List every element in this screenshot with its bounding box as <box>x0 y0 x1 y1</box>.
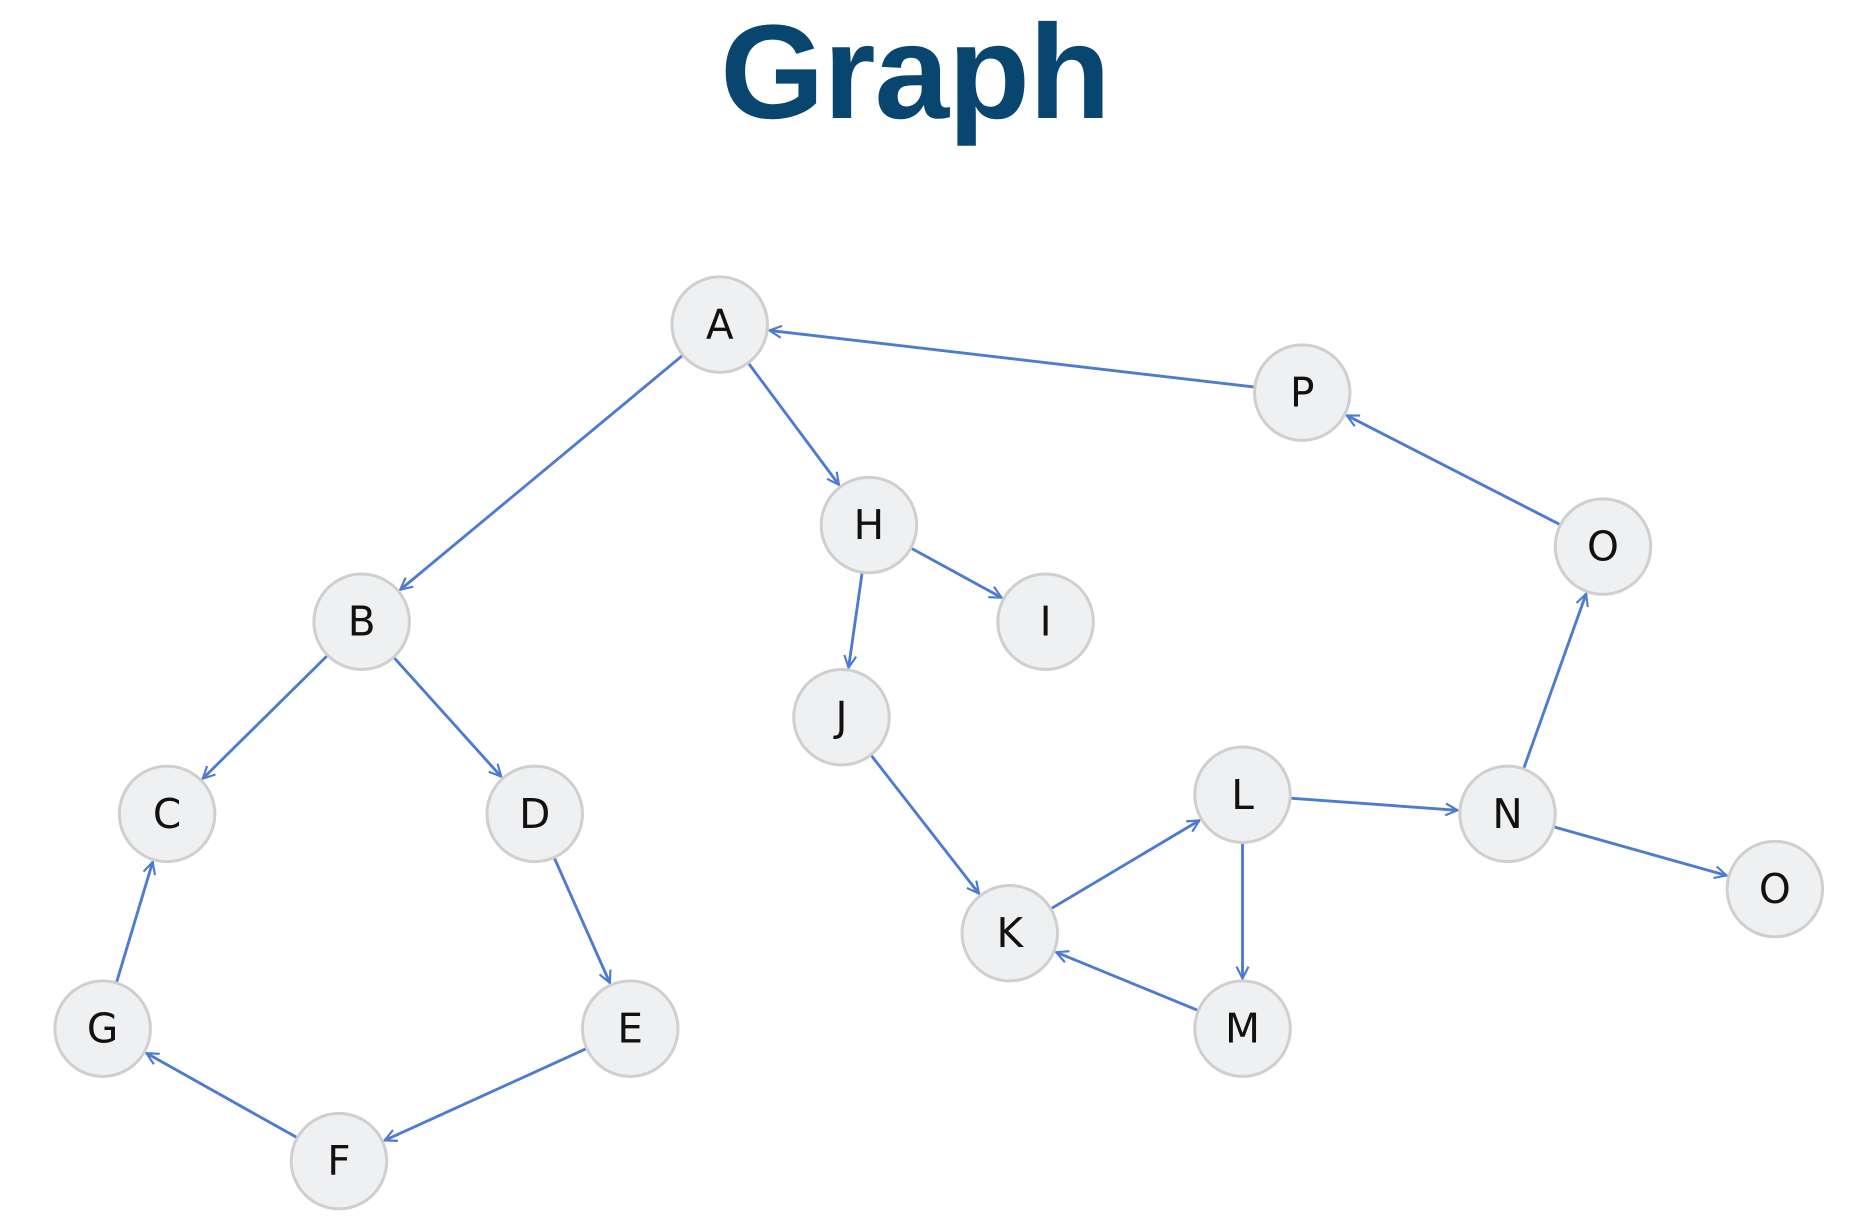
edge-k-to-l <box>1050 819 1200 911</box>
node-circle <box>792 667 891 767</box>
edge-f-to-g <box>146 1051 299 1140</box>
node-label: D <box>519 790 550 838</box>
node-circle <box>1458 764 1557 864</box>
node-label: A <box>706 301 734 349</box>
node-n: N <box>1458 764 1557 864</box>
edge-b-to-c <box>203 654 329 778</box>
node-circle <box>1193 745 1292 845</box>
node-d: D <box>485 764 584 864</box>
node-circle <box>1252 343 1352 442</box>
node-k: K <box>960 883 1060 983</box>
node-j: J <box>792 667 891 767</box>
node-circle <box>1193 979 1292 1078</box>
edge-o1-to-p <box>1347 414 1562 527</box>
node-i: I <box>996 572 1095 671</box>
node-l: L <box>1193 745 1292 845</box>
node-circle <box>960 883 1060 983</box>
node-o2: O <box>1725 839 1825 939</box>
edge-a-to-b <box>400 353 684 590</box>
edge-e-to-f <box>385 1047 588 1140</box>
node-label: N <box>1492 790 1522 838</box>
node-h: H <box>819 475 919 575</box>
node-label: G <box>87 1005 118 1053</box>
edge-a-to-h <box>747 362 839 485</box>
node-label: O <box>1759 865 1791 913</box>
edge-j-to-k <box>869 753 979 894</box>
node-circle <box>819 475 919 575</box>
node-circle <box>289 1111 389 1211</box>
edge-m-to-k <box>1056 952 1199 1012</box>
node-o1: O <box>1553 497 1653 596</box>
node-label: C <box>153 790 181 838</box>
edge-p-to-a <box>770 330 1255 389</box>
node-circle <box>53 979 152 1078</box>
node-circle <box>312 572 411 671</box>
edge-d-to-e <box>552 856 610 982</box>
node-label: B <box>348 598 376 646</box>
node-label: F <box>327 1137 350 1185</box>
node-label: O <box>1587 523 1619 571</box>
node-label: H <box>854 501 885 549</box>
edge-h-to-j <box>849 572 864 667</box>
edge-g-to-c <box>114 862 152 984</box>
node-circle <box>1725 839 1825 939</box>
node-label: J <box>832 693 847 741</box>
edge-h-to-i <box>910 546 1002 599</box>
node-b: B <box>312 572 411 671</box>
edge-n-to-o1 <box>1522 594 1587 770</box>
node-e: E <box>580 979 680 1078</box>
node-circle <box>996 572 1095 671</box>
node-g: G <box>53 979 152 1078</box>
node-circle <box>117 764 217 864</box>
node-circle <box>1553 497 1653 596</box>
node-circle <box>670 275 769 374</box>
node-label: L <box>1231 771 1254 819</box>
node-label: P <box>1290 369 1314 417</box>
node-f: F <box>289 1111 389 1211</box>
page-title: Graph <box>720 0 1111 147</box>
edge-b-to-d <box>392 656 502 776</box>
edge-l-to-n <box>1290 796 1457 810</box>
node-c: C <box>117 764 217 864</box>
node-circle <box>580 979 680 1078</box>
node-circle <box>485 764 584 864</box>
node-p: P <box>1252 343 1352 442</box>
node-a: A <box>670 275 769 374</box>
node-label: K <box>996 909 1024 957</box>
node-label: I <box>1040 598 1052 646</box>
node-label: E <box>617 1005 643 1053</box>
node-label: M <box>1225 1005 1260 1053</box>
node-m: M <box>1193 979 1292 1078</box>
edge-n-to-o2 <box>1553 825 1726 876</box>
